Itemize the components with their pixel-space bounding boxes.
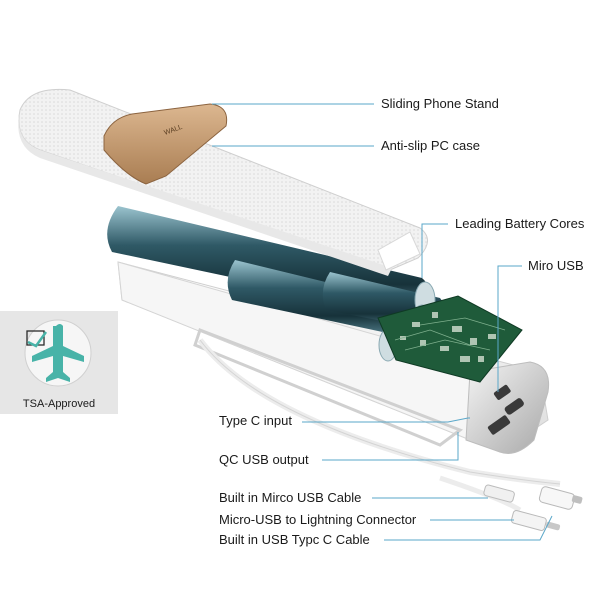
circuit-board <box>377 295 523 383</box>
tsa-approved-label: TSA-Approved <box>22 398 96 410</box>
callout-qc-usb-output: QC USB output <box>219 452 309 467</box>
callout-micro-usb: Miro USB <box>528 258 584 273</box>
type-c-port <box>504 398 524 415</box>
lightning-adapter <box>510 509 547 531</box>
leader-micro-usb <box>497 265 522 392</box>
leader-typec-cable <box>384 515 553 541</box>
charging-cable <box>197 338 583 531</box>
leader-battery-cores <box>421 223 448 278</box>
type-c-plug <box>538 486 576 510</box>
callout-lightning-connector: Micro-USB to Lightning Connector <box>219 512 417 527</box>
leader-lines <box>212 103 553 541</box>
callout-typec-cable: Built in USB Typc C Cable <box>219 532 370 547</box>
micro-usb-plug <box>483 484 515 503</box>
end-cap <box>465 361 550 454</box>
callout-micro-usb-cable: Built in Mirco USB Cable <box>219 490 362 505</box>
leader-type-c <box>302 417 470 423</box>
callout-type-c-input: Type C input <box>219 413 292 428</box>
leader-qc-usb <box>322 432 459 461</box>
micro-usb-port <box>493 384 511 400</box>
callout-battery-cores: Leading Battery Cores <box>455 216 585 231</box>
callout-anti-slip-case: Anti-slip PC case <box>381 138 480 153</box>
callout-sliding-stand: Sliding Phone Stand <box>381 96 499 111</box>
airplane-check-icon <box>24 319 92 387</box>
sliding-phone-stand: WALL <box>103 103 228 185</box>
usb-a-port <box>487 415 511 435</box>
